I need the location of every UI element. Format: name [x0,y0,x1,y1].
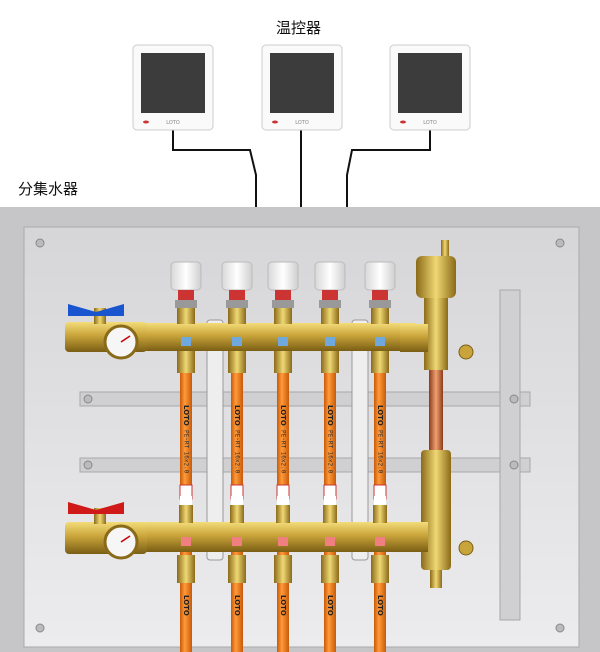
pipe-brand: LOTO [233,405,241,426]
automatic-air-vent [416,256,456,298]
pipe-brand: LOTO [376,405,384,426]
pipe-brand: LOTO [279,595,287,616]
manifold-brackets [206,319,369,561]
thermal-actuator-head[interactable] [364,261,396,324]
return-port-marker [325,537,335,546]
pipe-spec: PE-RT 16x2.0 [327,430,334,474]
pipe-brand: LOTO [326,595,334,616]
drain-valve-knob[interactable] [458,540,474,556]
thermostat-brand: LOTO [166,120,180,126]
thermostat-group-label: 温控器 [276,19,322,37]
thermal-actuator-head[interactable] [267,261,299,324]
thermostat[interactable]: LOTO [261,44,343,131]
supply-port-marker [325,337,335,346]
supply-ball-valve[interactable] [65,304,147,360]
pipe-spec: PE-RT 16x2.0 [377,430,384,474]
copper-bypass-pipe [429,370,443,450]
pipe-brand: LOTO [376,595,384,616]
thermal-actuator-head[interactable] [221,261,253,324]
thermostat-brand: LOTO [423,120,437,126]
thermostat-brand: LOTO [295,120,309,126]
pipe-spec: PE-RT 16x2.0 [183,430,190,474]
flow-meter-valve[interactable] [230,505,244,523]
supply-port-marker [232,337,242,346]
pipe-spec: PE-RT 16x2.0 [280,430,287,474]
pipe-brand: LOTO [326,405,334,426]
supply-port-marker [181,337,191,346]
return-port-marker [375,537,385,546]
thermostat-screen [270,53,334,113]
bypass-valve-knob[interactable] [458,344,474,360]
pipe-brand: LOTO [279,405,287,426]
cabinet-back-panel [23,226,580,648]
supply-port-marker [278,337,288,346]
power-indicator-icon [143,120,149,124]
mounting-rails [79,289,531,621]
flow-meter-valve[interactable] [179,505,193,523]
pipe-brand: LOTO [182,405,190,426]
pipe-brand: LOTO [233,595,241,616]
manifold-label: 分集水器 [18,180,79,198]
pipe-spec: PE-RT 16x2.0 [234,430,241,474]
thermostat[interactable]: LOTO [389,44,471,131]
flow-meter-valve[interactable] [276,505,290,523]
flow-meter-valve[interactable] [373,505,387,523]
thermostat-screen [141,53,205,113]
thermal-actuator-head[interactable] [314,261,346,324]
power-indicator-icon [400,120,406,124]
return-port-marker [181,537,191,546]
thermostat-wires [172,130,431,207]
red-butterfly-handle-icon[interactable] [68,502,124,514]
screws [35,238,565,633]
thermostat-screen [398,53,462,113]
thermal-actuator-head[interactable] [170,261,202,324]
return-port-marker [232,537,242,546]
return-port-marker [278,537,288,546]
thermostat[interactable]: LOTO [132,44,214,131]
blue-butterfly-handle-icon[interactable] [68,304,124,316]
supply-port-marker [375,337,385,346]
flow-meter-valve[interactable] [323,505,337,523]
return-ball-valve[interactable] [65,502,147,560]
power-indicator-icon [272,120,278,124]
air-vent-assembly [400,240,474,588]
pipe-brand: LOTO [182,595,190,616]
